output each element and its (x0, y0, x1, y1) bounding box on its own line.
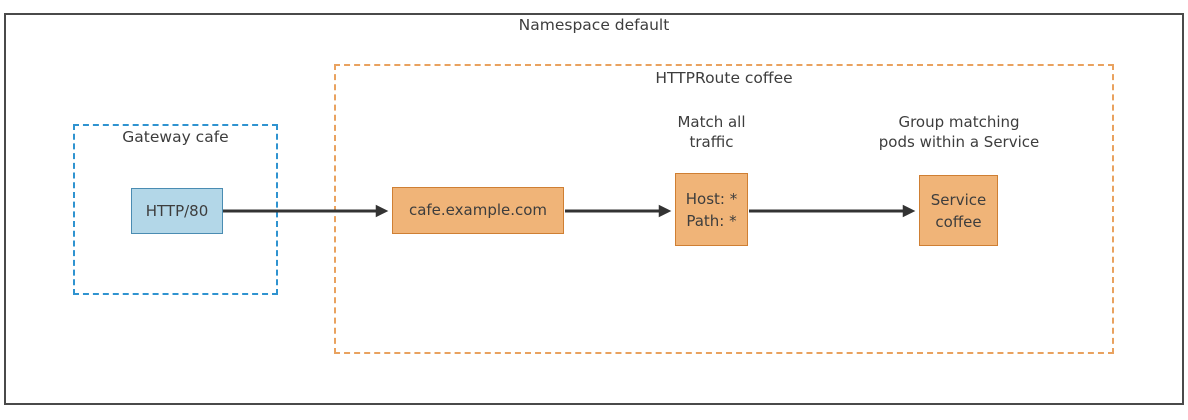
hostname-label: cafe.example.com (408, 201, 548, 219)
match-annotation: Match all traffic (631, 112, 792, 152)
listener-node: HTTP/80 (131, 188, 223, 234)
match-path-label: Path: * (686, 211, 737, 230)
hostname-node: cafe.example.com (392, 187, 564, 234)
namespace-label: Namespace default (518, 16, 670, 34)
backend-annotation-line1: Group matching (898, 113, 1020, 131)
listener-label: HTTP/80 (145, 201, 209, 220)
match-host-label: Host: * (685, 189, 738, 208)
service-node: Service coffee (919, 175, 998, 246)
backend-annotation-line2: pods within a Service (878, 133, 1040, 151)
service-label-line1: Service (930, 190, 987, 209)
backend-annotation: Group matching pods within a Service (848, 112, 1070, 152)
gateway-label: Gateway cafe (122, 128, 229, 146)
match-annotation-line2: traffic (689, 133, 734, 151)
httproute-label: HTTPRoute coffee (655, 69, 793, 87)
match-annotation-line1: Match all (677, 113, 746, 131)
httproute-boundary-box (334, 64, 1114, 354)
match-node: Host: * Path: * (675, 173, 748, 246)
service-label-line2: coffee (935, 212, 982, 231)
namespace-boundary-box (4, 13, 1184, 405)
